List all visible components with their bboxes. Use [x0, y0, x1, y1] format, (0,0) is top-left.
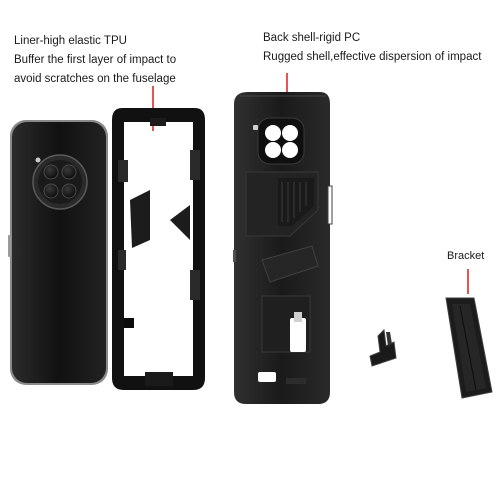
- pc-back-shell: [233, 92, 333, 404]
- pc-description: Back shell-rigid PC Rugged shell,effecti…: [263, 29, 481, 67]
- small-bracket: [369, 328, 397, 367]
- tpu-liner-frame: [112, 108, 205, 390]
- tpu-title: Liner-high elastic TPU: [14, 35, 127, 47]
- phone-back: [8, 120, 108, 385]
- bracket-label: Bracket: [447, 250, 485, 262]
- tpu-line-3: avoid scratches on the fuselage: [14, 73, 176, 85]
- tpu-description: Liner-high elastic TPU Buffer the first …: [14, 32, 176, 89]
- pc-title: Back shell-rigid PC: [263, 32, 361, 44]
- pc-line-2: Rugged shell,effective dispersion of imp…: [263, 51, 482, 63]
- bracket-bar: [445, 297, 493, 399]
- tpu-line-2: Buffer the first layer of impact to: [14, 54, 177, 66]
